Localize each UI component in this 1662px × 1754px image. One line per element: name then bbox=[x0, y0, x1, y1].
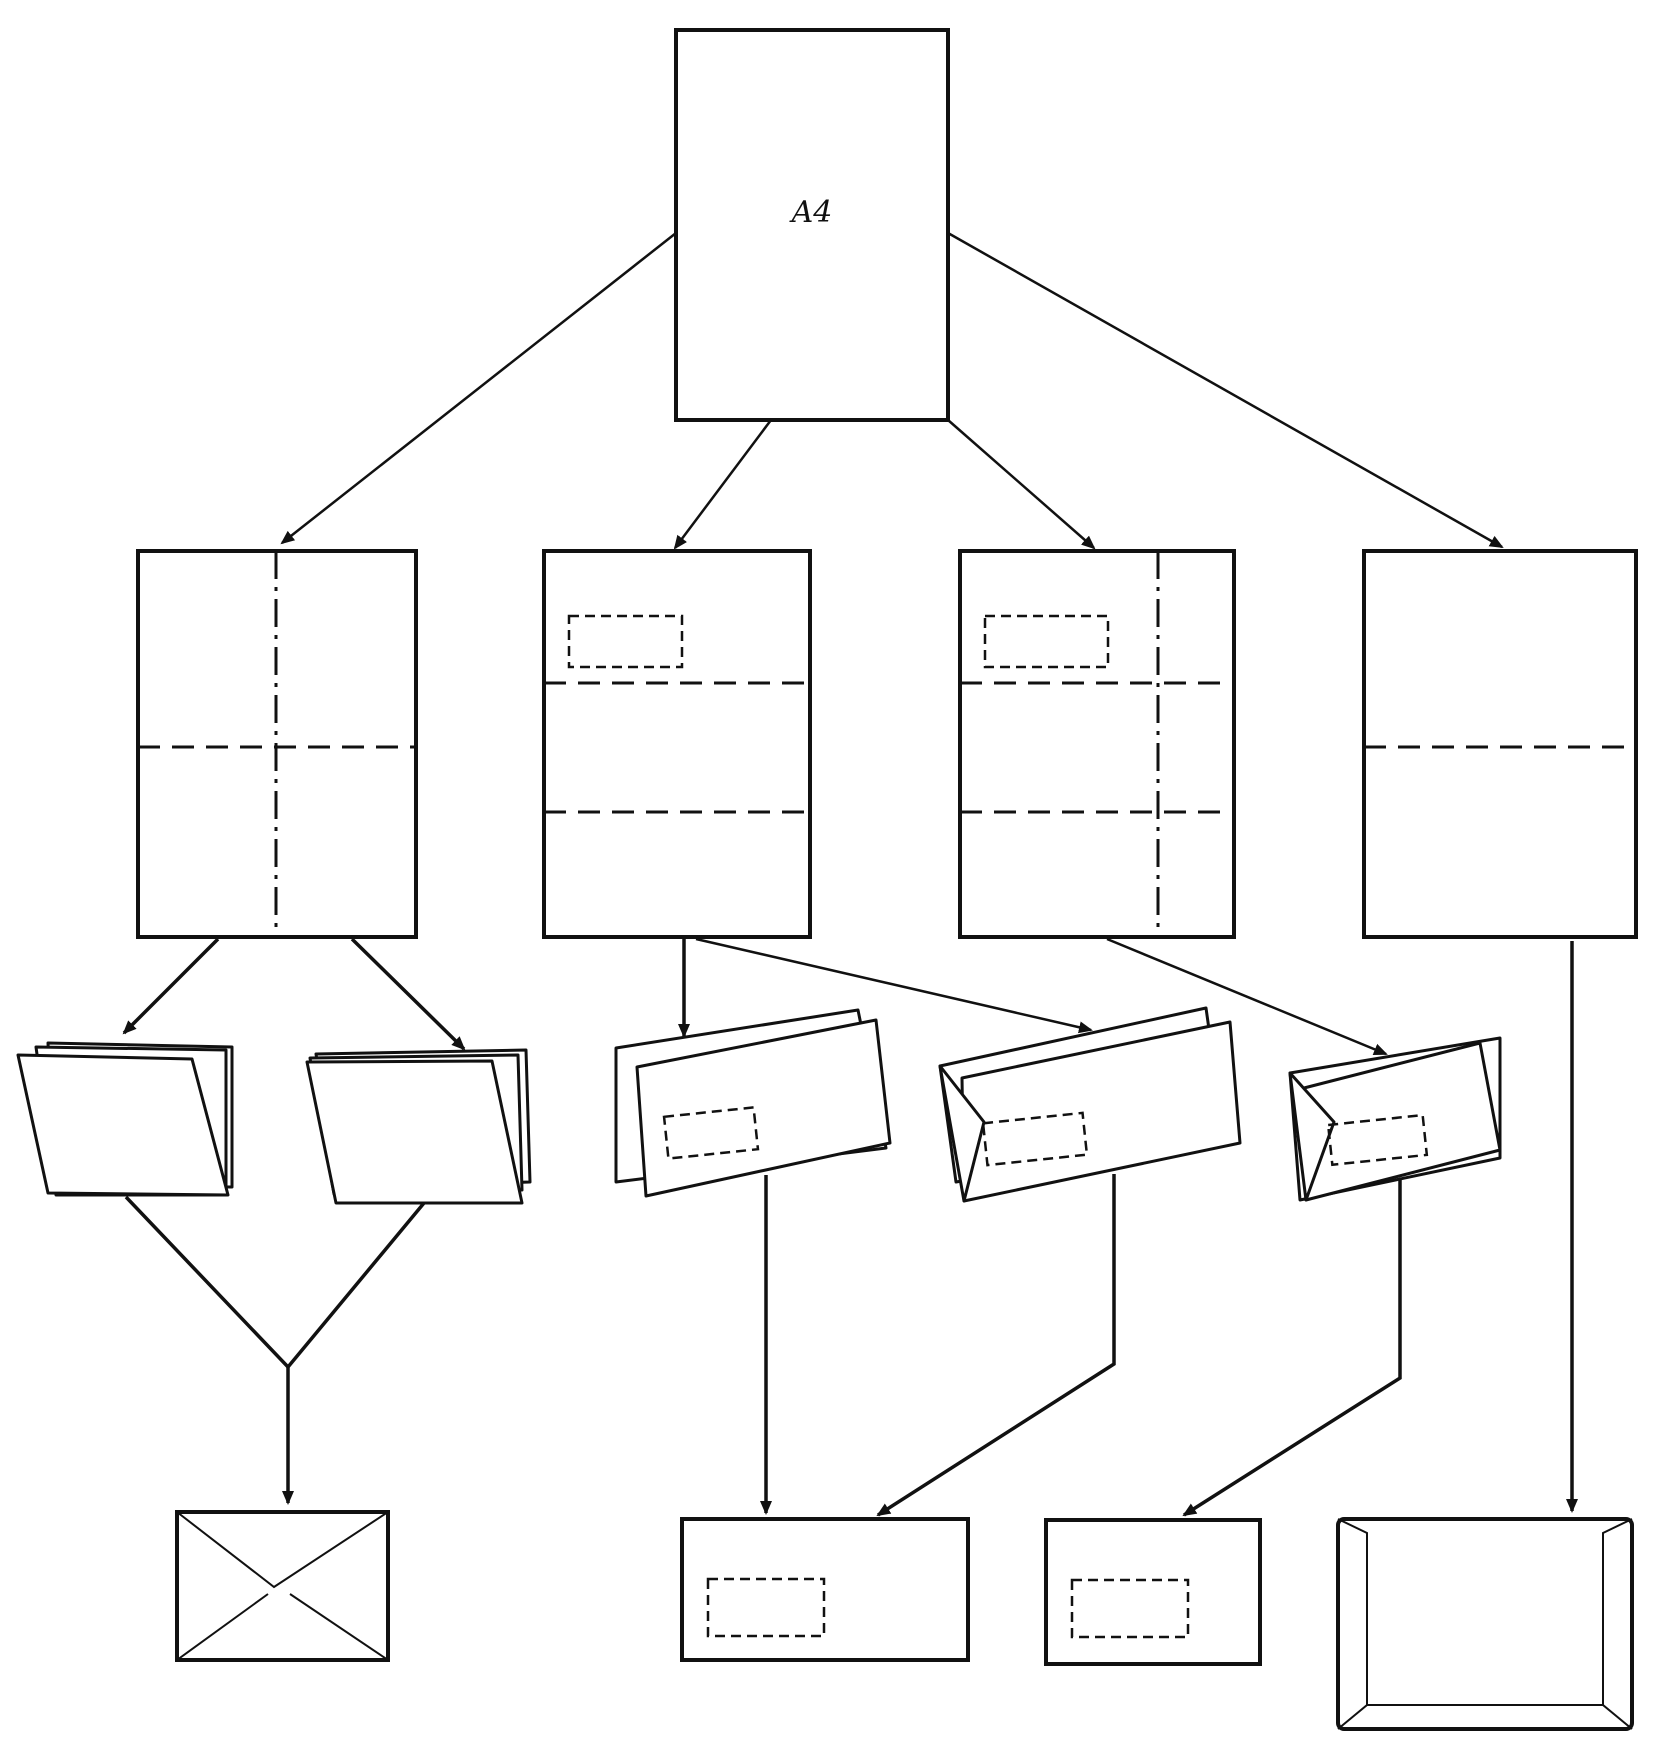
a4-label: A4 bbox=[789, 195, 833, 230]
folded-sheet-5 bbox=[1288, 1036, 1502, 1202]
envelope-window-short bbox=[1044, 1518, 1262, 1666]
sheet-letter-fold-window bbox=[542, 549, 812, 939]
envelope-connectors bbox=[124, 941, 1578, 1517]
arrow-a4-to-sheet-4 bbox=[947, 231, 1504, 549]
folded-sheet-4 bbox=[938, 1006, 1242, 1203]
arrow-to-folded-2 bbox=[350, 937, 466, 1051]
a4-connectors bbox=[280, 231, 1504, 550]
arrow-a4-to-sheet-3 bbox=[947, 419, 1096, 550]
address-window bbox=[1326, 1113, 1429, 1167]
folded-sheet-2 bbox=[305, 1048, 532, 1205]
address-window bbox=[1070, 1578, 1190, 1639]
address-window bbox=[706, 1577, 826, 1638]
fold-connectors bbox=[122, 937, 1388, 1056]
sheet-letter-cross-fold-window bbox=[958, 549, 1236, 939]
folded-sheet-3 bbox=[614, 1008, 892, 1198]
a4-sheet: A4 bbox=[674, 28, 950, 422]
sheet-single-fold bbox=[1362, 549, 1638, 939]
arrow-to-folded-5 bbox=[1106, 937, 1388, 1056]
envelope-window-long bbox=[680, 1517, 970, 1662]
arrow-to-envelope-3 bbox=[1182, 1178, 1402, 1517]
arrow-a4-to-sheet-2 bbox=[673, 419, 772, 550]
address-window bbox=[981, 1111, 1089, 1167]
merge-lines bbox=[124, 1195, 426, 1370]
arrow-a4-to-sheet-1 bbox=[280, 232, 677, 545]
address-window bbox=[983, 614, 1110, 669]
address-window bbox=[662, 1106, 760, 1160]
arrow-to-folded-4 bbox=[695, 937, 1093, 1034]
sheet-cross-fold bbox=[136, 549, 418, 939]
envelope-large bbox=[1336, 1517, 1634, 1731]
envelope-plain bbox=[175, 1510, 390, 1662]
arrow-to-folded-1 bbox=[122, 937, 220, 1035]
folded-sheet-1 bbox=[16, 1041, 234, 1197]
address-window bbox=[567, 614, 684, 669]
arrow-to-envelope-2b bbox=[876, 1174, 1116, 1517]
